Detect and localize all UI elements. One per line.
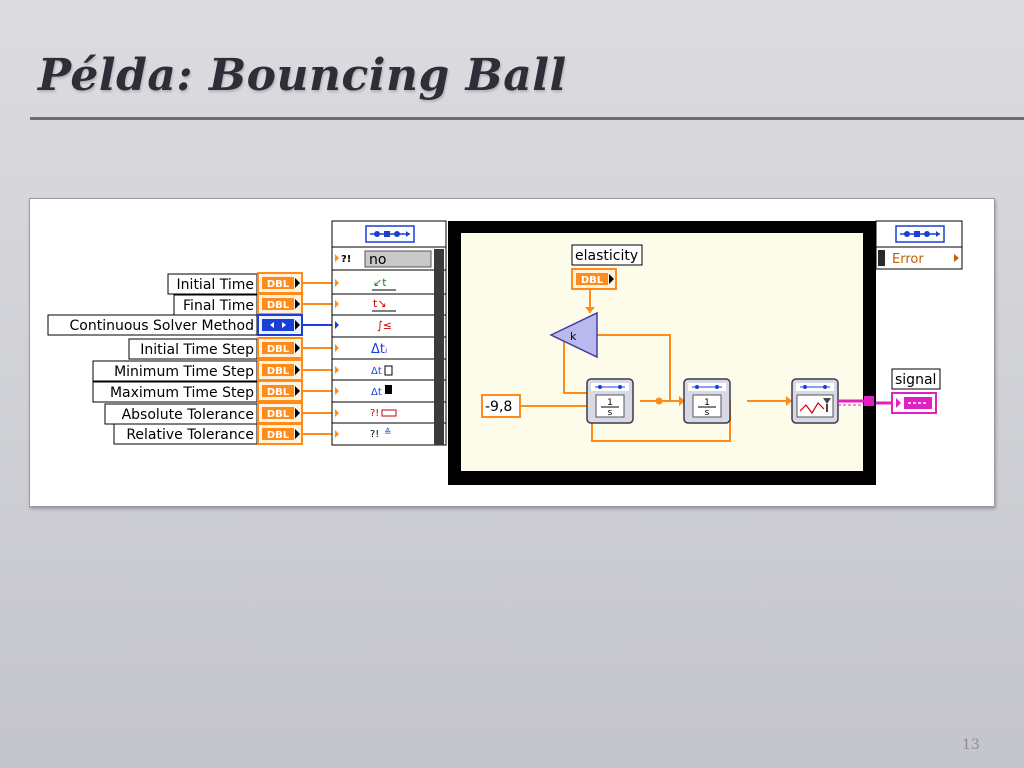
min-step-icon: Δt bbox=[371, 365, 393, 377]
elasticity-text: elasticity bbox=[575, 248, 638, 264]
output-node[interactable]: Error bbox=[875, 220, 963, 270]
gain-text: k bbox=[570, 330, 577, 343]
config-label-min-step: Minimum Time Step bbox=[92, 360, 258, 382]
integrator-num: 1 bbox=[704, 398, 710, 408]
svg-text:?!: ?! bbox=[370, 429, 379, 440]
simulation-loop[interactable]: elasticity DBL k -9,8 1 s bbox=[448, 221, 876, 485]
dbl-terminal-final-time[interactable]: DBL bbox=[257, 293, 303, 315]
signal-text: signal bbox=[895, 372, 936, 388]
config-label-text: Initial Time Step bbox=[140, 342, 254, 358]
dbl-terminal-rel-tol[interactable]: DBL bbox=[257, 423, 303, 445]
config-label-text: Continuous Solver Method bbox=[70, 318, 254, 334]
time-step-icon: Δtᵢ bbox=[371, 342, 387, 357]
config-wires bbox=[302, 282, 334, 435]
constant-text: -9,8 bbox=[485, 399, 512, 415]
cluster-icon bbox=[895, 225, 945, 243]
slide-title: Példa: Bouncing Ball bbox=[38, 50, 567, 101]
enum-terminal-solver-method[interactable] bbox=[257, 314, 303, 336]
no-text: no bbox=[369, 252, 386, 268]
solver-method-icon: ∫≤ bbox=[377, 319, 392, 332]
dbl-terminal-max-step[interactable]: DBL bbox=[257, 380, 303, 402]
slide-number: 13 bbox=[962, 737, 980, 753]
dbl-text: DBL bbox=[267, 344, 290, 355]
signal-label: signal bbox=[891, 368, 941, 390]
flag-text: ?! bbox=[341, 254, 351, 265]
rel-tol-icon: ?! ≙ bbox=[370, 427, 392, 440]
dbl-text: DBL bbox=[267, 387, 290, 398]
dbl-text: DBL bbox=[267, 366, 290, 377]
dbl-terminal-abs-tol[interactable]: DBL bbox=[257, 402, 303, 424]
constant-block[interactable]: -9,8 bbox=[481, 394, 521, 418]
config-label-abs-tol: Absolute Tolerance bbox=[104, 403, 258, 425]
config-label-text: Maximum Time Step bbox=[110, 385, 254, 401]
config-label-initial-time: Initial Time bbox=[167, 273, 258, 295]
svg-text:Δt: Δt bbox=[371, 366, 382, 377]
dbl-text: DBL bbox=[267, 279, 290, 290]
block-diagram-svg: Initial Time Final Time Continuous Solve… bbox=[47, 220, 963, 485]
integrator-block-1[interactable]: 1 s bbox=[586, 378, 634, 424]
config-label-final-time: Final Time bbox=[173, 294, 258, 316]
dbl-text: DBL bbox=[581, 275, 604, 286]
title-rule bbox=[30, 117, 1024, 120]
arrow-head bbox=[786, 396, 792, 406]
dbl-terminal-min-step[interactable]: DBL bbox=[257, 359, 303, 381]
dbl-text: DBL bbox=[267, 430, 290, 441]
abs-tol-icon: ?! bbox=[370, 408, 397, 419]
feedthrough-field[interactable]: ?! no bbox=[335, 249, 444, 445]
final-time-icon: t↘ bbox=[372, 297, 396, 312]
dbl-terminal-initial-time[interactable]: DBL bbox=[257, 272, 303, 294]
config-label-text: Final Time bbox=[183, 298, 254, 314]
config-label-initial-step: Initial Time Step bbox=[128, 338, 258, 360]
max-step-icon: Δt bbox=[371, 385, 392, 398]
dbl-terminal-initial-step[interactable]: DBL bbox=[257, 337, 303, 359]
config-label-text: Initial Time bbox=[177, 277, 254, 293]
svg-text:Δtᵢ: Δtᵢ bbox=[371, 342, 387, 357]
loop-output-tunnel bbox=[864, 396, 874, 406]
config-label-text: Minimum Time Step bbox=[114, 364, 254, 380]
input-node[interactable]: ?! no ↙t t↘ ∫≤ Δtᵢ Δt Δt ?! ?! ≙ bbox=[331, 220, 447, 446]
config-label-max-step: Maximum Time Step bbox=[92, 381, 258, 403]
integrator-block-2[interactable]: 1 s bbox=[683, 378, 731, 424]
elasticity-label: elasticity bbox=[571, 244, 643, 266]
svg-text:t↘: t↘ bbox=[373, 297, 387, 310]
svg-text:≙: ≙ bbox=[384, 427, 392, 438]
error-text: Error bbox=[892, 252, 924, 267]
config-label-text: Relative Tolerance bbox=[126, 427, 254, 443]
svg-text:↙t: ↙t bbox=[373, 276, 387, 289]
config-label-text: Absolute Tolerance bbox=[122, 407, 254, 423]
config-label-rel-tol: Relative Tolerance bbox=[113, 423, 258, 445]
config-label-solver-method: Continuous Solver Method bbox=[47, 314, 258, 336]
block-diagram: Initial Time Final Time Continuous Solve… bbox=[29, 198, 995, 507]
arrow-head bbox=[585, 307, 595, 313]
svg-text:∫≤: ∫≤ bbox=[377, 319, 392, 332]
svg-text:?!: ?! bbox=[370, 408, 379, 419]
collector-block[interactable] bbox=[791, 378, 839, 424]
funnel-icon bbox=[823, 398, 831, 404]
integrator-num: 1 bbox=[607, 398, 613, 408]
svg-text:Δt: Δt bbox=[371, 387, 382, 398]
arrow-head bbox=[679, 396, 685, 406]
gain-block[interactable]: k bbox=[549, 311, 598, 359]
dbl-text: DBL bbox=[267, 409, 290, 420]
initial-time-icon: ↙t bbox=[372, 276, 396, 291]
wire-junction bbox=[655, 397, 663, 405]
error-arrow-icon bbox=[954, 254, 959, 262]
signal-terminal[interactable] bbox=[891, 392, 937, 414]
row-arrows bbox=[335, 279, 339, 438]
dbl-text: DBL bbox=[267, 300, 290, 311]
cluster-icon bbox=[365, 225, 415, 243]
elasticity-terminal[interactable]: DBL bbox=[571, 268, 617, 290]
integrator-den: s bbox=[608, 408, 613, 418]
integrator-den: s bbox=[705, 408, 710, 418]
row-icons: ↙t t↘ ∫≤ Δtᵢ Δt Δt ?! ?! ≙ bbox=[370, 276, 397, 440]
